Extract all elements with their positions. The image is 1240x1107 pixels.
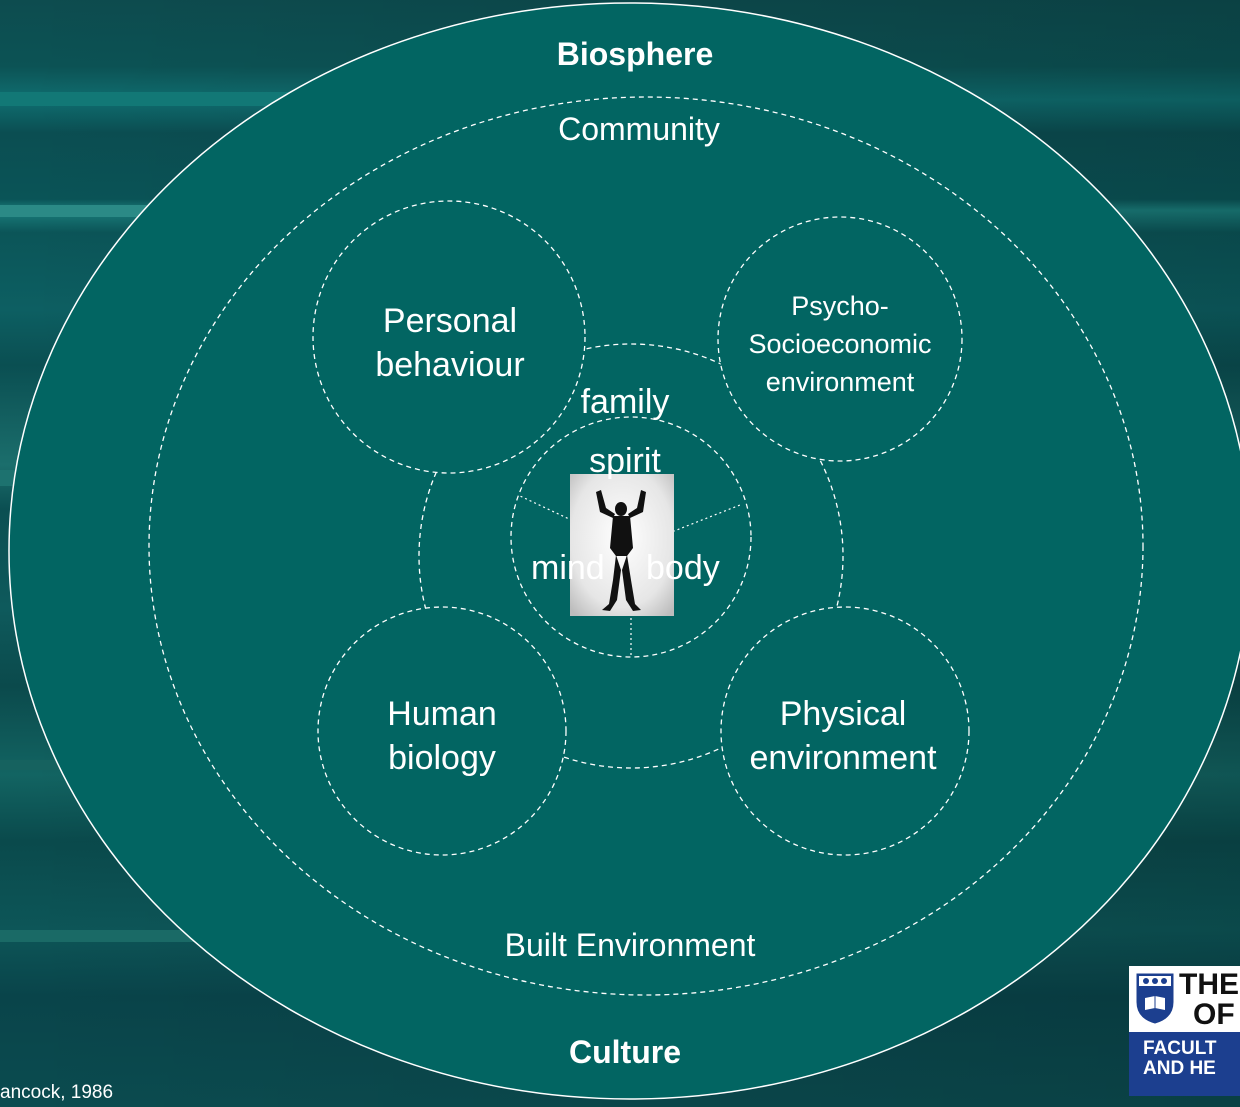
physical-environment-label: Physical environment (733, 692, 953, 780)
built-environment-label: Built Environment (504, 927, 756, 963)
human-biology-circle (317, 606, 567, 856)
logo-line-4: AND HE (1143, 1058, 1216, 1079)
socioeconomic-line: Socioeconomic (748, 329, 932, 359)
physical-environment-circle (720, 606, 970, 856)
self-circle (510, 416, 752, 658)
psycho-socioeconomic-circle (717, 216, 963, 462)
spirit-label: spirit (589, 442, 661, 480)
human-biology-label: Human biology (342, 692, 542, 780)
body-label: body (646, 549, 720, 587)
community-label: Community (558, 111, 720, 147)
environment-line: environment (749, 739, 937, 777)
physical-line: Physical (779, 695, 907, 733)
psycho-socioeconomic-label: Psycho- Socioeconomic environment (720, 287, 960, 401)
logo-line-1: THE (1179, 968, 1239, 1001)
personal-line: Personal (382, 302, 518, 340)
logo-bottom (1129, 1032, 1240, 1096)
family-label: family (580, 383, 670, 421)
biology-line: biology (388, 739, 496, 777)
personal-behaviour-label: Personal behaviour (350, 299, 550, 387)
behaviour-line: behaviour (375, 346, 525, 384)
human-line: Human (387, 695, 497, 733)
family-circle (418, 343, 844, 769)
human-figure-image (570, 474, 674, 616)
community-ellipse (148, 96, 1144, 996)
citation-text: ancock, 1986 (0, 1082, 114, 1103)
logo-line-3: FACULT (1143, 1038, 1217, 1059)
university-logo: THE OF FACULT AND HE (1129, 966, 1240, 1096)
personal-behaviour-circle (312, 200, 586, 474)
environment-line: environment (765, 367, 915, 397)
biosphere-label: Biosphere (556, 36, 714, 72)
psycho-line: Psycho- (791, 291, 889, 321)
logo-line-2: OF (1193, 998, 1235, 1031)
crest-icon (1136, 973, 1174, 1024)
mind-label: mind (531, 549, 605, 587)
culture-label: Culture (569, 1034, 681, 1070)
